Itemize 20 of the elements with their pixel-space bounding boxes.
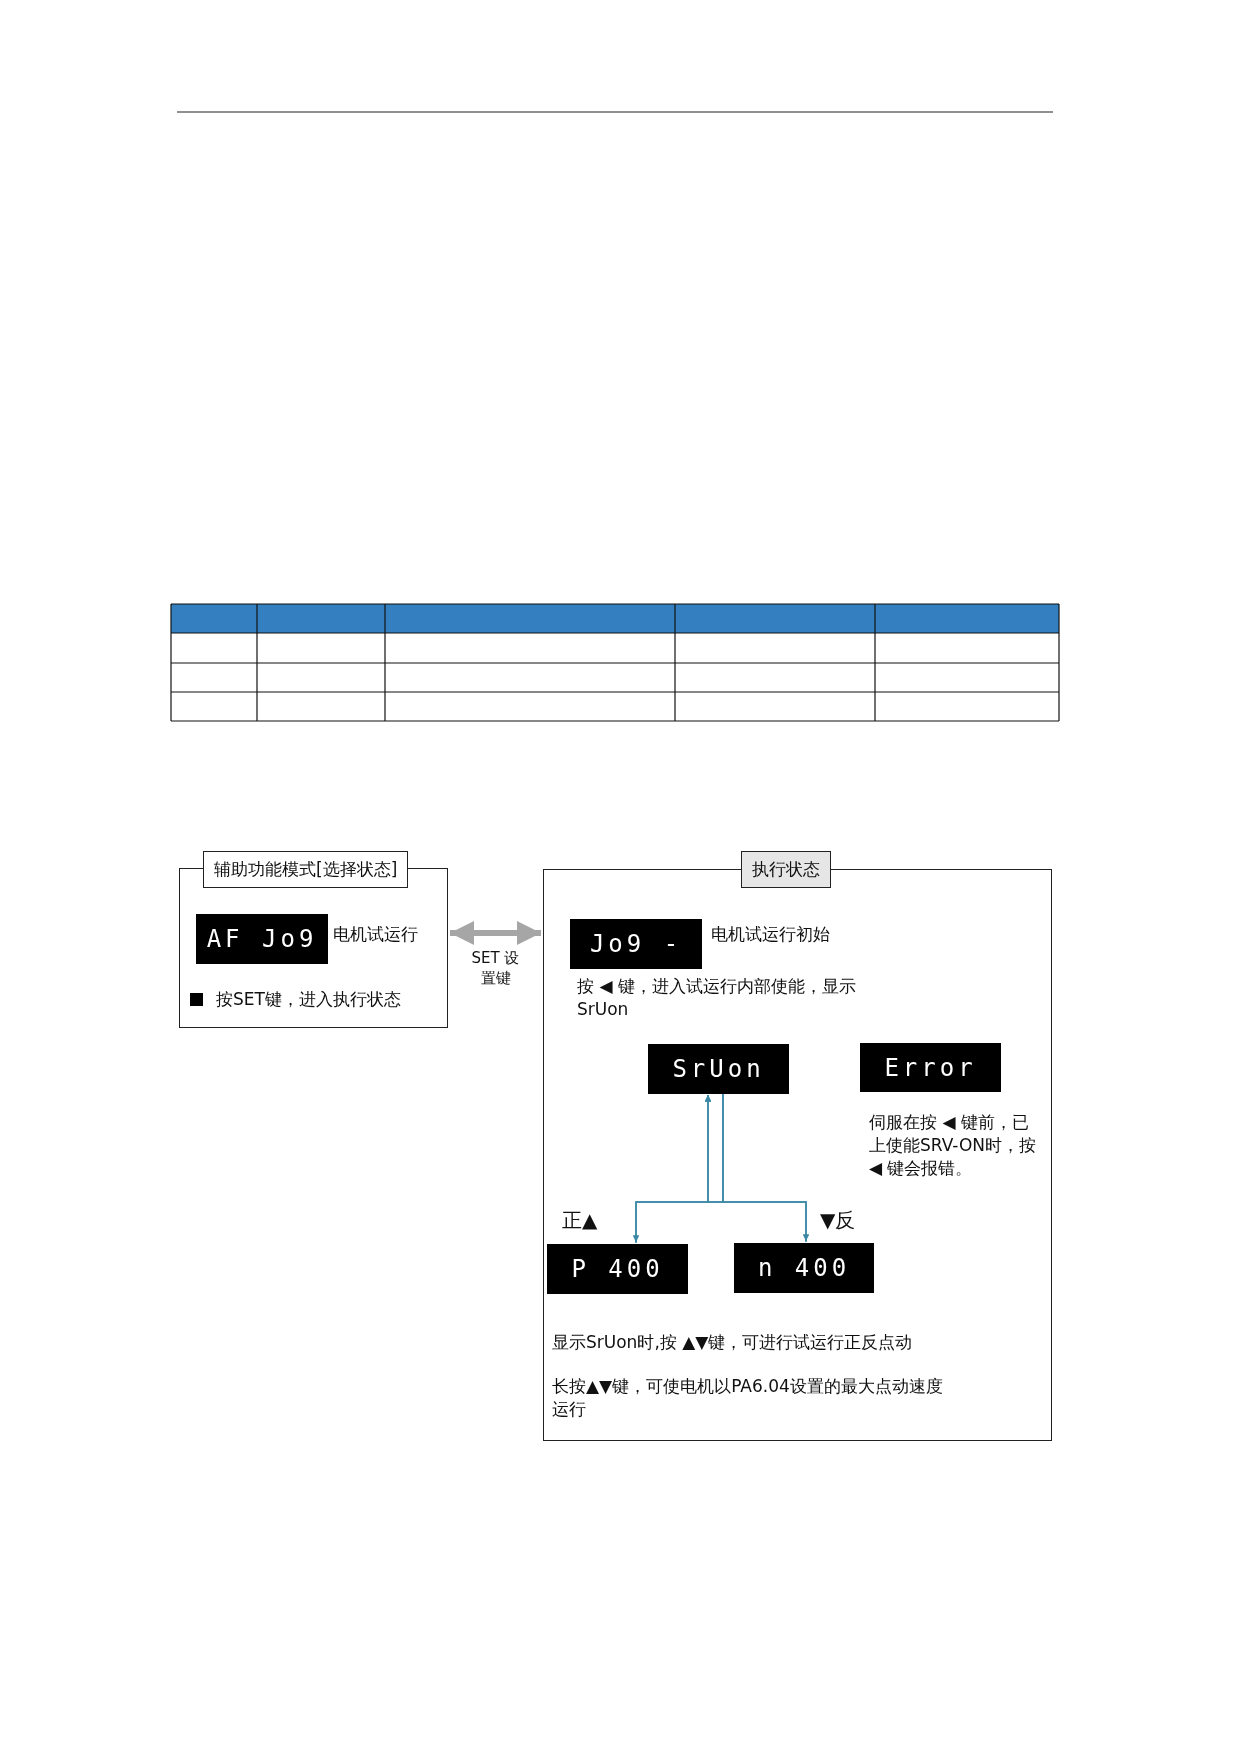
arrow [722, 1092, 810, 1242]
display-caption: 电机试运行 [333, 923, 419, 946]
led-display: n 400 [734, 1243, 874, 1293]
arrow [450, 921, 541, 945]
led-display: P 400 [547, 1244, 688, 1294]
display-caption: 伺服在按 ◀ 键前，已上使能SRV-ON时，按 ◀ 键会报错。 [869, 1111, 1037, 1180]
display-caption: 电机试运行初始 [711, 923, 831, 946]
display-caption: 正▲ [562, 1207, 599, 1234]
instruction-note: 长按▲▼键，可使电机以PA6.04设置的最大点动速度运行 [552, 1375, 944, 1421]
led-display: AF Jo9 [196, 914, 328, 964]
led-display: Error [860, 1043, 1001, 1092]
instruction-note: 按SET键，进入执行状态 [216, 988, 402, 1011]
display-caption: ▼反 [820, 1207, 857, 1234]
arrow [704, 1094, 807, 1243]
instruction-note: 按 ◀ 键，进入试运行内部使能，显示 SrUon [577, 975, 857, 1021]
instruction-note: 显示SrUon时,按 ▲▼键，可进行试运行正反点动 [552, 1331, 914, 1354]
led-display: SrUon [648, 1044, 789, 1094]
panel-heading: 执行状态 [741, 851, 831, 888]
panel-heading: 辅助功能模式[选择状态] [203, 851, 409, 888]
led-display: Jo9 - [570, 919, 702, 969]
